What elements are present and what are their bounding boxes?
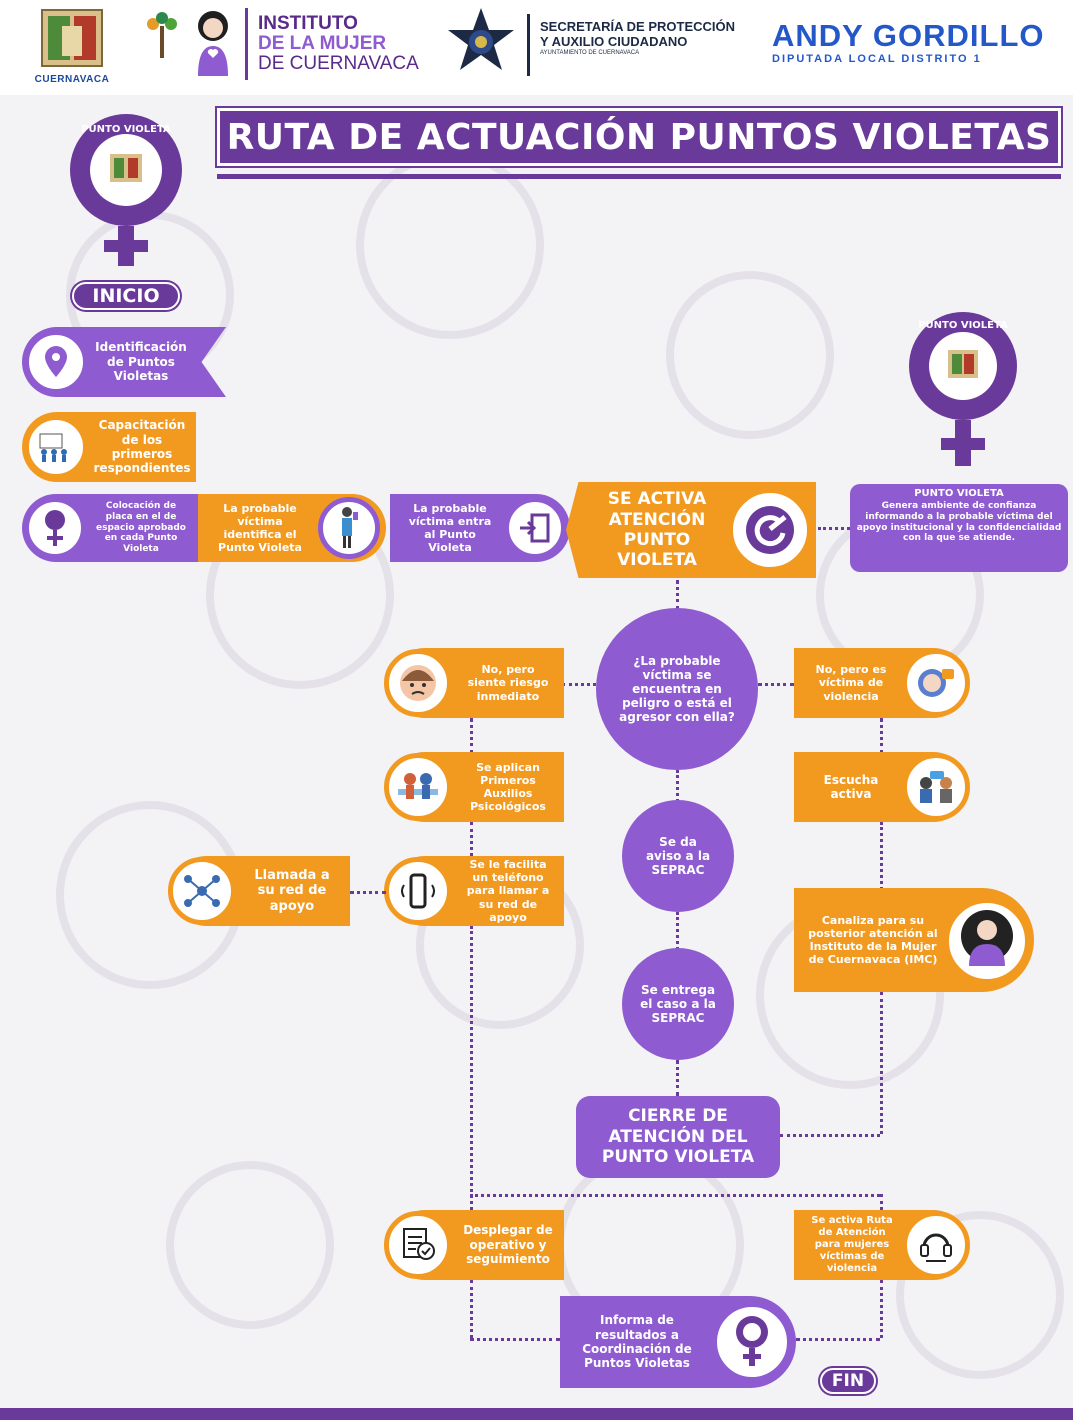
colocacion-text: Colocación de placa en el de espacio apr…	[96, 501, 186, 555]
seal-label: PUNTO VIOLETA	[81, 124, 171, 135]
connector	[470, 1194, 880, 1197]
connector	[470, 1338, 560, 1341]
imc-line3: DE CUERNAVACA	[258, 52, 419, 74]
punto-violeta-seal-right: PUNTO VIOLETA	[904, 308, 1022, 477]
location-pin-icon	[24, 330, 88, 394]
title-underline	[217, 174, 1061, 179]
punto-violeta-seal: PUNTO VIOLETA	[66, 110, 186, 279]
connector	[880, 992, 883, 1134]
question-circle: ¿La probable víctima se encuentra en pel…	[596, 608, 758, 770]
tree-logo	[143, 12, 181, 66]
header: CUERNAVACA INSTITUTO DE LA MUJER DE CUER…	[0, 0, 1073, 95]
title-box: RUTA DE ACTUACIÓN PUNTOS VIOLETAS	[217, 108, 1061, 166]
cuernavaca-label: CUERNAVACA	[34, 74, 110, 85]
cierre-box	[576, 1096, 780, 1178]
connector	[470, 926, 473, 1210]
connector	[562, 683, 596, 686]
connector	[758, 683, 794, 686]
pv-desc-title: PUNTO VIOLETA	[914, 488, 1004, 499]
llamada-text: Llamada a su red de apoyo	[254, 867, 330, 914]
capacitacion-text: Capacitación de los primeros respondient…	[93, 418, 191, 476]
andy-name: ANDY GORDILLO	[772, 18, 1045, 53]
entrega-circle: Se entrega el caso a la SEPRAC	[622, 948, 734, 1060]
seal-label-right: PUNTO VIOLETA	[918, 320, 1008, 331]
woman-phone-icon	[318, 497, 380, 559]
connector	[470, 822, 473, 856]
connector	[796, 1338, 880, 1341]
door-enter-icon	[504, 497, 566, 559]
document-check-icon	[384, 1211, 452, 1279]
bottom-bar	[0, 1408, 1073, 1420]
imc-woman-badge-icon	[944, 898, 1030, 984]
connector	[818, 527, 850, 530]
connector	[676, 770, 679, 802]
training-icon	[24, 415, 88, 479]
andy-subtitle: DIPUTADA LOCAL DISTRITO 1	[772, 53, 982, 65]
fin-label: FIN	[831, 1371, 865, 1391]
network-icon	[168, 857, 236, 925]
cuernavaca-logo: CUERNAVACA	[22, 6, 122, 86]
divider	[245, 8, 248, 80]
worried-woman-icon	[384, 649, 452, 717]
aviso-circle: Se da aviso a la SEPRAC	[622, 800, 734, 912]
inicio-label: INICIO	[92, 285, 160, 307]
identificacion-text: Identificación de Puntos Violetas	[95, 340, 187, 384]
canaliza-text: Canaliza para su posterior atención al I…	[808, 913, 938, 967]
escucha-text: Escucha activa	[823, 772, 879, 801]
imc-line2: DE LA MUJER	[258, 32, 387, 54]
imc-line1: INSTITUTO	[258, 13, 358, 34]
venus-icon	[24, 497, 86, 559]
informa-text: Informa de resultados a Coordinación de …	[582, 1313, 692, 1371]
divider	[527, 14, 530, 76]
connector	[880, 822, 883, 890]
entra-text: La probable víctima entra al Punto Viole…	[408, 501, 492, 555]
connector	[676, 912, 679, 950]
connector	[880, 718, 883, 754]
auxilios-text: Se aplican Primeros Auxilios Psicológico…	[470, 760, 546, 814]
seprac-line1: SECRETARÍA DE PROTECCIÓN	[540, 19, 736, 34]
imc-woman-icon	[190, 6, 236, 86]
power-icon	[728, 488, 812, 572]
ruta-text: Se activa Ruta de Atención para mujeres …	[811, 1215, 893, 1274]
seprac-text: SECRETARÍA DE PROTECCIÓN Y AUXILIO CIUDA…	[540, 19, 736, 57]
connector	[470, 718, 473, 754]
inicio-badge: INICIO	[72, 282, 180, 310]
seprac-line2: Y AUXILIO CIUDADANO	[540, 33, 688, 49]
pv-desc-text: Genera ambiente de confianza informando …	[856, 501, 1062, 544]
headset-icon	[902, 1211, 970, 1279]
page-title: RUTA DE ACTUACIÓN PUNTOS VIOLETAS	[226, 116, 1052, 158]
punto-violeta-desc-box	[850, 484, 1068, 572]
connector	[350, 891, 386, 894]
connector	[780, 1134, 880, 1137]
phone-icon	[384, 857, 452, 925]
identifica-text: La probable víctima identifica el Punto …	[218, 501, 302, 555]
no-riesgo-text: No, pero siente riesgo inmediato	[467, 663, 549, 703]
no-victima-text: No, pero es víctima de violencia	[815, 663, 887, 703]
fin-badge: FIN	[820, 1368, 876, 1394]
punto-violeta-mini-icon	[712, 1302, 792, 1382]
activa-text: SE ACTIVA ATENCIÓN PUNTO VIOLETA	[607, 489, 707, 571]
cierre-text: CIERRE DE ATENCIÓN DEL PUNTO VIOLETA	[601, 1106, 755, 1168]
victim-woman-icon	[902, 649, 970, 717]
connector	[880, 1194, 883, 1210]
connector	[880, 1280, 883, 1338]
connector	[676, 580, 679, 610]
seprac-line3: AYUNTAMIENTO DE CUERNAVACA	[540, 49, 640, 56]
connector	[470, 1280, 473, 1338]
listening-icon	[902, 753, 970, 821]
telefono-text: Se le facilita un teléfono para llamar a…	[466, 858, 550, 924]
imc-text: INSTITUTO DE LA MUJER DE CUERNAVACA	[258, 14, 419, 74]
police-badge-icon	[444, 6, 518, 84]
andy-logo: ANDY GORDILLO DIPUTADA LOCAL DISTRITO 1	[772, 20, 1045, 65]
despliegue-text: Desplegar de operativo y seguimiento	[463, 1223, 553, 1267]
first-aid-psych-icon	[384, 753, 452, 821]
connector	[676, 1060, 679, 1096]
